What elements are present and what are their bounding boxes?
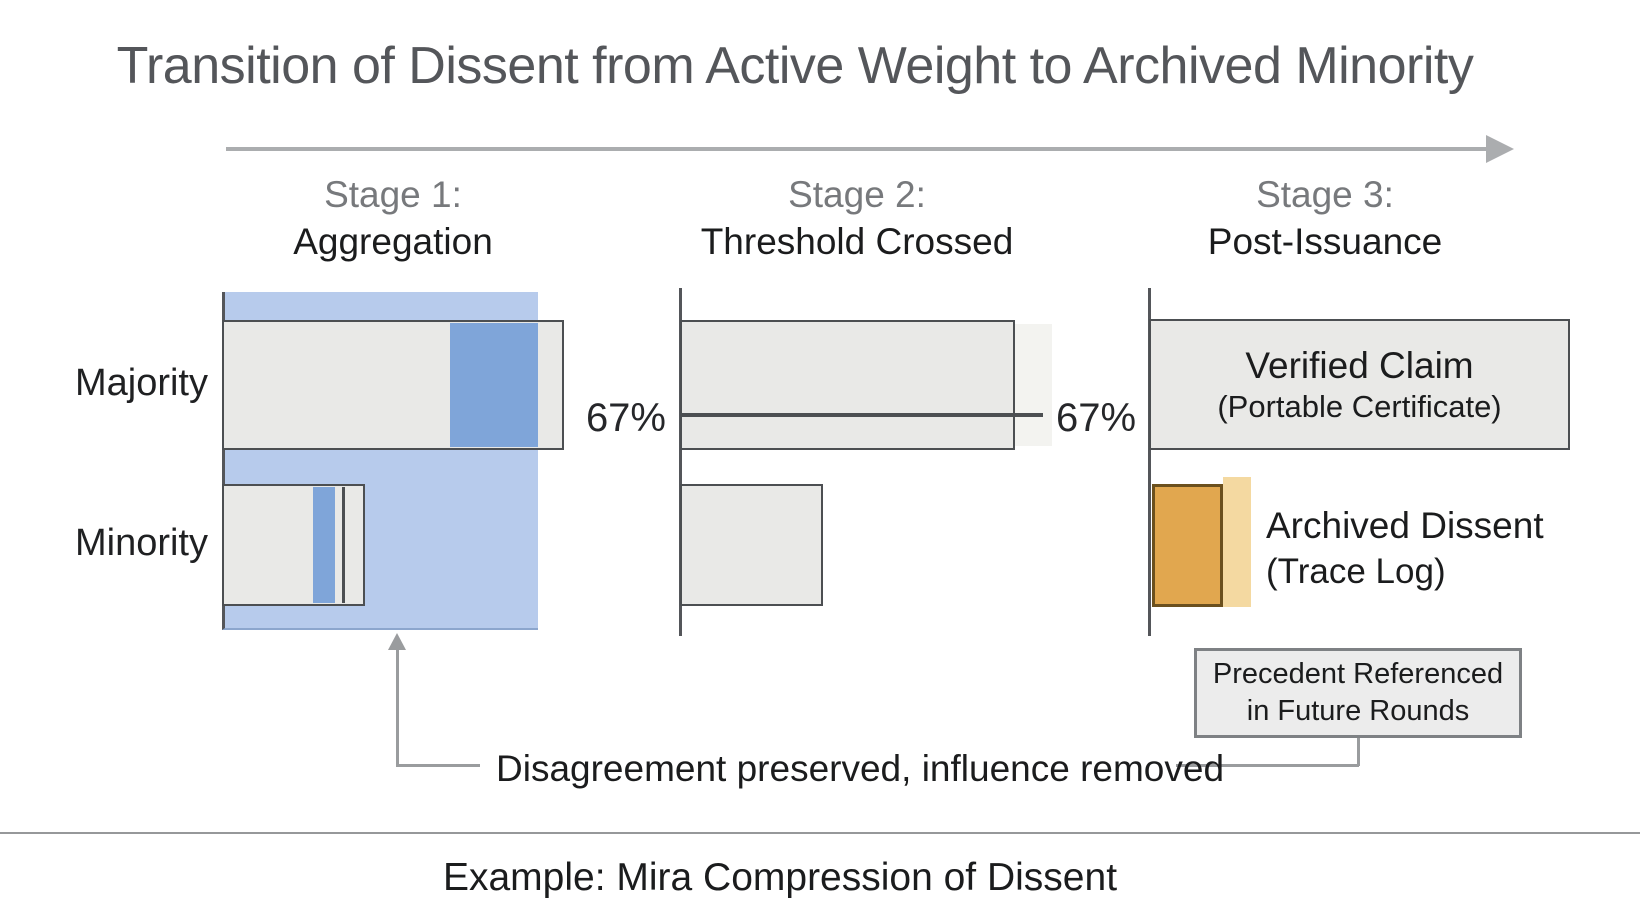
archived-dissent-title: Archived Dissent (1266, 505, 1544, 546)
stage-1-name: Aggregation (293, 221, 493, 262)
verified-claim-bar: Verified Claim (Portable Certificate) (1149, 319, 1570, 450)
row-label-minority: Minority (74, 522, 208, 564)
stage-3-axis (1148, 288, 1151, 636)
stage-2-name: Threshold Crossed (700, 221, 1014, 262)
stage-2-axis (679, 288, 682, 636)
archived-dissent-label: Archived Dissent (Trace Log) (1266, 502, 1544, 594)
stage-2-header: Stage 2: Threshold Crossed (701, 172, 1014, 265)
stage-2-minority-bar (680, 484, 823, 606)
stage-2-majority-bar (680, 320, 1015, 450)
annotation-arrow-icon (388, 633, 406, 650)
precedent-box: Precedent Referenced in Future Rounds (1194, 648, 1522, 738)
stage-3-number: Stage 3: (1256, 174, 1394, 215)
stage-1-minority-divider (342, 487, 345, 603)
row-label-majority: Majority (74, 362, 208, 404)
stage-3-name: Post-Issuance (1207, 221, 1443, 262)
stage-1-minority-dissent-segment (313, 487, 335, 603)
stage-1-majority-dissent-segment (450, 323, 538, 447)
timeline-arrow-icon (1486, 135, 1514, 163)
timeline-arrow-line (226, 147, 1488, 151)
stage-2-majority-ghost (1014, 324, 1052, 446)
precedent-connector-vertical (1357, 738, 1360, 766)
threshold-line (680, 413, 1043, 417)
stage-1-number: Stage 1: (324, 174, 462, 215)
threshold-label-left: 67% (585, 396, 666, 440)
threshold-label-right: 67% (1056, 396, 1137, 440)
verified-claim-title: Verified Claim (1245, 345, 1474, 386)
stage-2-number: Stage 2: (788, 174, 926, 215)
precedent-line2: in Future Rounds (1246, 695, 1470, 727)
bottom-divider (0, 832, 1640, 834)
stage-1-header: Stage 1: Aggregation (293, 172, 493, 265)
archived-dissent-subtitle: (Trace Log) (1266, 552, 1446, 591)
stage-1-minority-bar (222, 484, 365, 606)
annotation-text: Disagreement preserved, influence remove… (496, 748, 1225, 789)
stage-3-header: Stage 3: Post-Issuance (1208, 172, 1442, 265)
precedent-connector-horizontal (1176, 764, 1359, 767)
verified-claim-subtitle: (Portable Certificate) (1217, 389, 1502, 424)
example-caption: Example: Mira Compression of Dissent (442, 856, 1118, 899)
annotation-connector-vertical (396, 648, 399, 766)
archived-dissent-bar (1152, 484, 1223, 607)
archived-dissent-bar-light (1223, 477, 1251, 607)
precedent-line1: Precedent Referenced (1212, 658, 1504, 690)
page-title: Transition of Dissent from Active Weight… (116, 37, 1474, 95)
annotation-connector-horizontal (396, 764, 480, 767)
